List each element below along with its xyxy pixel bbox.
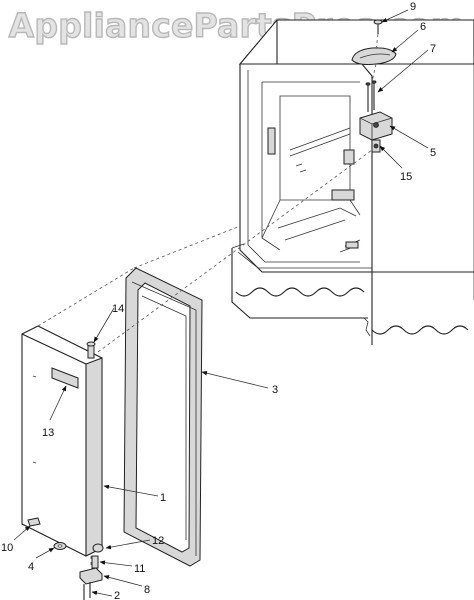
callout-12: 12 xyxy=(152,535,164,547)
callout-15: 15 xyxy=(400,171,412,183)
callout-5: 5 xyxy=(430,147,436,159)
callout-2: 2 xyxy=(114,590,120,600)
upper-hinge-assembly xyxy=(351,19,397,153)
callout-10: 10 xyxy=(1,542,13,554)
door-gasket xyxy=(123,267,203,567)
callout-8: 8 xyxy=(144,584,150,596)
callout-4: 4 xyxy=(28,561,34,573)
callout-14: 14 xyxy=(112,303,124,315)
alignment-lines xyxy=(37,33,379,568)
callout-9: 9 xyxy=(410,1,416,13)
callout-1: 1 xyxy=(160,492,166,504)
lower-hinge-assembly xyxy=(27,517,104,600)
callout-leaders xyxy=(13,9,429,597)
callout-7: 7 xyxy=(430,43,436,55)
callout-3: 3 xyxy=(272,384,278,396)
callout-6: 6 xyxy=(420,21,426,33)
callout-13: 13 xyxy=(42,427,54,439)
callout-labels: 9 6 7 5 15 14 3 13 1 12 10 4 11 8 2 xyxy=(1,1,436,600)
refrigerator-cabinet xyxy=(231,19,474,345)
callout-11: 11 xyxy=(134,563,145,575)
refrigerator-door xyxy=(21,325,103,557)
